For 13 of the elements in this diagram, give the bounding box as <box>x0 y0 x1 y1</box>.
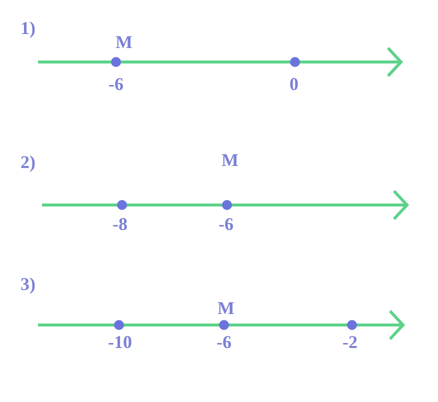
point-name: M <box>222 151 238 169</box>
tick-value: -6 <box>218 215 234 233</box>
point-name: M <box>218 299 234 317</box>
tick-value: -2 <box>342 333 358 351</box>
item-number: 1) <box>20 19 36 37</box>
tick-value: 0 <box>290 75 298 93</box>
item-number: 3) <box>20 275 36 293</box>
tick-value: -6 <box>216 333 232 351</box>
tick-value: -6 <box>108 75 124 93</box>
tick-value: -10 <box>108 333 132 351</box>
point-name: M <box>116 33 132 51</box>
item-number: 2) <box>20 153 36 171</box>
tick-value: -8 <box>112 215 128 233</box>
